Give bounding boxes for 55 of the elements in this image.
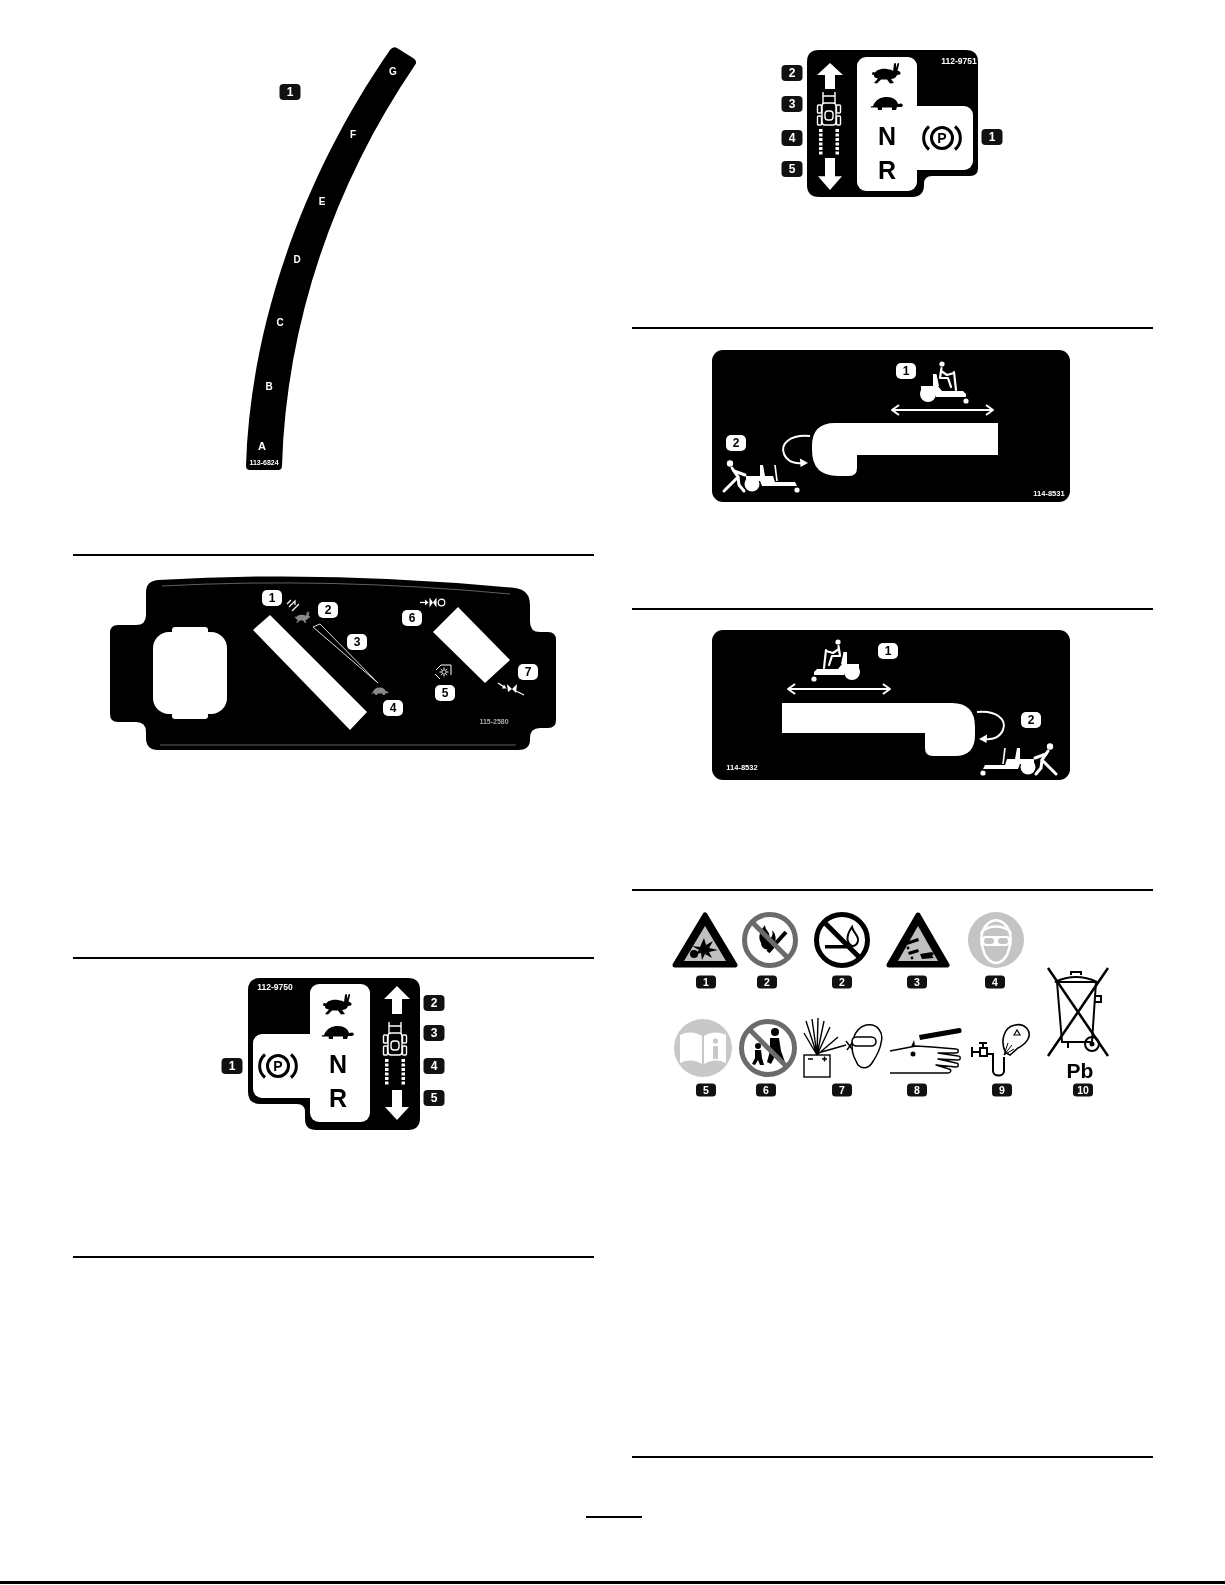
part-number: 112-9751: [941, 56, 977, 66]
callout-number: 1: [878, 643, 898, 659]
slot-decal: [712, 350, 1070, 502]
callout-number: 5: [781, 161, 803, 177]
callout-number: 1: [221, 1058, 243, 1074]
scale-letter: D: [293, 255, 301, 265]
lever-slot: [812, 423, 998, 476]
scale-letter: G: [389, 67, 397, 77]
park-letter: P: [273, 1059, 283, 1073]
lead-symbol: Pb: [1066, 1059, 1094, 1081]
callout-number: 10: [1073, 1083, 1093, 1097]
slot-decal: [712, 630, 1070, 780]
lever-slot: [782, 703, 975, 756]
callout-number: 1: [262, 590, 282, 606]
callout-number: 1: [279, 84, 301, 100]
shift-pattern-decal: [807, 50, 978, 197]
shift-pattern-decal: [248, 978, 420, 1130]
callout-number: 9: [992, 1083, 1012, 1097]
gear-letter: N: [877, 123, 897, 149]
callout-number: 2: [832, 975, 852, 989]
callout-number: 6: [756, 1083, 776, 1097]
callout-number: 2: [757, 975, 777, 989]
callout-number: 5: [423, 1090, 445, 1106]
callout-number: 4: [781, 130, 803, 146]
scale-letter: F: [349, 130, 357, 140]
callout-number: 7: [832, 1083, 852, 1097]
scale-letter: C: [276, 318, 284, 328]
gear-letter: N: [328, 1051, 348, 1077]
callout-number: 4: [985, 975, 1005, 989]
callout-number: 5: [696, 1083, 716, 1097]
callout-number: 1: [981, 129, 1003, 145]
callout-number: 5: [435, 685, 455, 701]
callout-number: 2: [423, 995, 445, 1011]
callout-number: 7: [518, 664, 538, 680]
callout-number: 2: [781, 65, 803, 81]
callout-number: 4: [383, 700, 403, 716]
callout-number: 2: [318, 602, 338, 618]
callout-number: 4: [423, 1058, 445, 1074]
scale-letter: A: [258, 440, 266, 452]
gear-letter: R: [328, 1085, 348, 1111]
part-number: 112-9750: [257, 982, 293, 992]
callout-number: 1: [696, 975, 716, 989]
callout-number: 3: [347, 634, 367, 650]
gear-letter: R: [877, 157, 897, 183]
callout-number: 1: [896, 363, 916, 379]
callout-number: 2: [726, 435, 746, 451]
callout-number: 2: [1021, 712, 1041, 728]
callout-number: 3: [423, 1025, 445, 1041]
callout-number: 8: [907, 1083, 927, 1097]
scale-letter: B: [265, 382, 273, 392]
callout-number: 3: [907, 975, 927, 989]
callout-number: 6: [402, 610, 422, 626]
callout-number: 3: [781, 96, 803, 112]
park-letter: P: [937, 131, 947, 145]
scale-letter: E: [318, 197, 326, 207]
